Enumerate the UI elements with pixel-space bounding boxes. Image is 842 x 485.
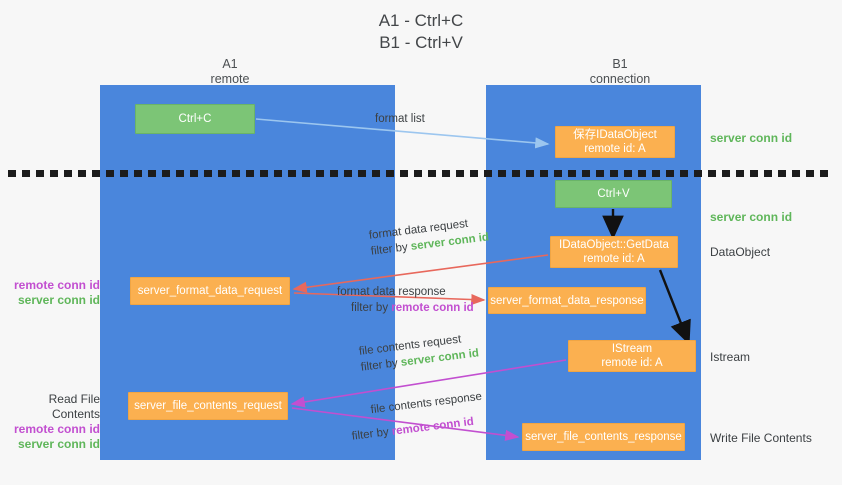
edge-label-file-contents-response-filter-prefix: filter by: [351, 425, 393, 443]
edge-label-format-data-response-filter-key: remote conn id: [391, 302, 474, 314]
column-b1-name: B1: [612, 57, 628, 71]
phase-divider: [8, 170, 834, 177]
node-istream[interactable]: IStream remote id: A: [568, 340, 696, 372]
node-server-file-contents-response[interactable]: server_file_contents_response: [522, 423, 685, 451]
edge-label-format-list: format list: [375, 111, 425, 127]
edge-label-format-data-response-text: format data response: [337, 286, 446, 298]
edge-label-file-contents-request-filter-prefix: filter by: [360, 356, 402, 374]
node-server-format-data-response[interactable]: server_format_data_response: [488, 287, 646, 314]
node-server-format-data-request-label: server_format_data_request: [137, 285, 283, 297]
note-conn-ids-2: Read File Contents remote conn id server…: [4, 392, 100, 452]
edge-label-file-contents-response-filter-key: remote conn id: [391, 415, 475, 438]
note-server-conn-id-3: server conn id: [17, 293, 100, 307]
column-a1-role: remote: [210, 72, 250, 86]
note-write-file-contents: Write File Contents: [710, 431, 812, 445]
node-ctrl-v-label: Ctrl+V: [597, 188, 630, 200]
title-line-2: B1 - Ctrl+V: [379, 33, 463, 52]
note-server-conn-id-4: server conn id: [17, 437, 100, 451]
node-server-file-contents-response-label: server_file_contents_response: [525, 431, 682, 443]
edge-label-format-data-response-filter-prefix: filter by: [351, 302, 392, 314]
node-save-idataobject-title: 保存IDataObject: [573, 129, 657, 141]
node-server-format-data-response-label: server_format_data_response: [490, 294, 644, 307]
note-remote-conn-id-1: remote conn id: [13, 278, 100, 292]
note-remote-conn-id-2: remote conn id: [13, 422, 100, 436]
node-server-format-data-request[interactable]: server_format_data_request: [130, 277, 290, 305]
title-line-1: A1 - Ctrl+C: [378, 11, 464, 30]
node-ctrl-c-label: Ctrl+C: [178, 113, 212, 125]
node-server-file-contents-request[interactable]: server_file_contents_request: [128, 392, 288, 420]
note-server-conn-id-2: server conn id: [710, 210, 793, 224]
node-istream-subtitle: remote id: A: [601, 357, 663, 369]
node-ctrl-v[interactable]: Ctrl+V: [555, 180, 672, 208]
node-server-file-contents-request-label: server_file_contents_request: [134, 400, 282, 412]
note-dataobject: DataObject: [710, 245, 771, 259]
node-getdata-title: IDataObject::GetData: [559, 239, 669, 251]
edge-label-format-data-request-filter-prefix: filter by: [370, 240, 412, 258]
column-b1-role: connection: [589, 72, 651, 86]
note-conn-ids-1: remote conn id server conn id: [10, 278, 100, 308]
page-title: A1 - Ctrl+C B1 - Ctrl+V: [0, 10, 842, 54]
note-read-file-contents: Read File Contents: [48, 392, 100, 421]
node-save-idataobject-subtitle: remote id: A: [584, 143, 646, 155]
node-getdata[interactable]: IDataObject::GetData remote id: A: [550, 236, 678, 268]
node-save-idataobject[interactable]: 保存IDataObject remote id: A: [555, 126, 675, 158]
column-header-b1: B1 connection: [520, 57, 720, 87]
column-header-a1: A1 remote: [130, 57, 330, 87]
node-ctrl-c[interactable]: Ctrl+C: [135, 104, 255, 134]
column-a1-name: A1: [222, 57, 238, 71]
edge-label-format-data-response: format data response filter by remote co…: [337, 284, 474, 316]
note-server-conn-id-1: server conn id: [710, 131, 793, 145]
node-istream-title: IStream: [611, 343, 653, 355]
note-istream: Istream: [710, 350, 751, 364]
node-getdata-subtitle: remote id: A: [583, 253, 645, 265]
edge-label-format-list-text: format list: [375, 113, 425, 125]
